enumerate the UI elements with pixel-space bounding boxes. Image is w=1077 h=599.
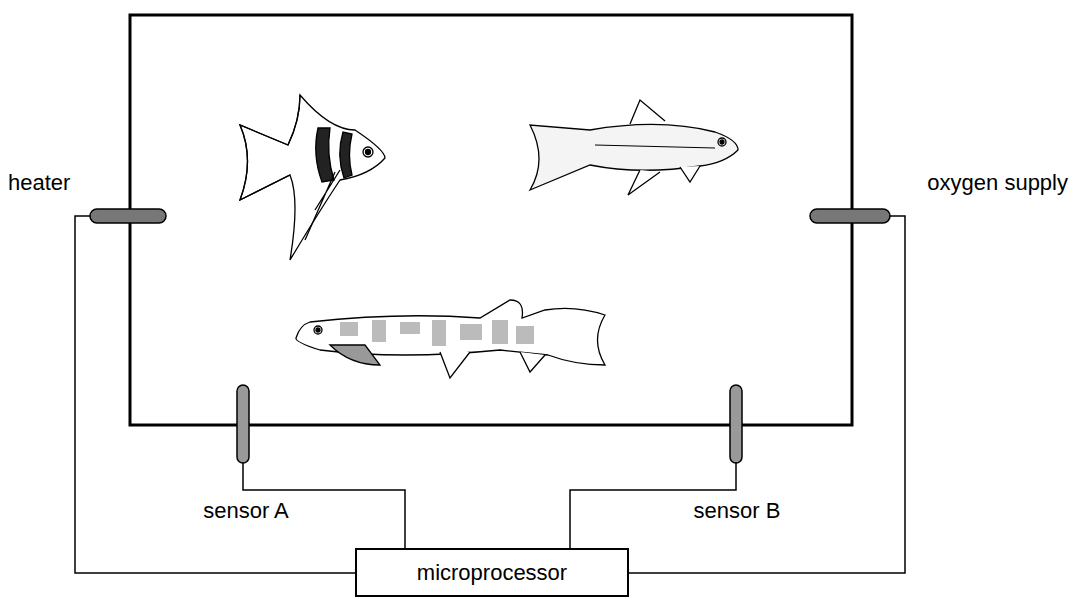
- box-text: microprocessor: [417, 560, 567, 586]
- oxygen-rod: [810, 209, 890, 223]
- sensor-a-probe: [237, 385, 249, 463]
- tank-outline: [130, 15, 852, 425]
- angelfish: [240, 95, 385, 260]
- sensor-label: sensor B: [694, 498, 781, 524]
- heater-label: heater: [8, 170, 70, 196]
- sensor-label: sensor A: [203, 498, 289, 524]
- heater-rod: [90, 209, 166, 223]
- wires: [75, 216, 905, 573]
- barb-fish: [530, 100, 738, 195]
- oxygen-supply-label: oxygen supply: [927, 170, 1068, 196]
- sensor-b-probe: [730, 385, 742, 463]
- loach-fish: [296, 300, 605, 378]
- microprocessor-box: microprocessor: [355, 548, 629, 597]
